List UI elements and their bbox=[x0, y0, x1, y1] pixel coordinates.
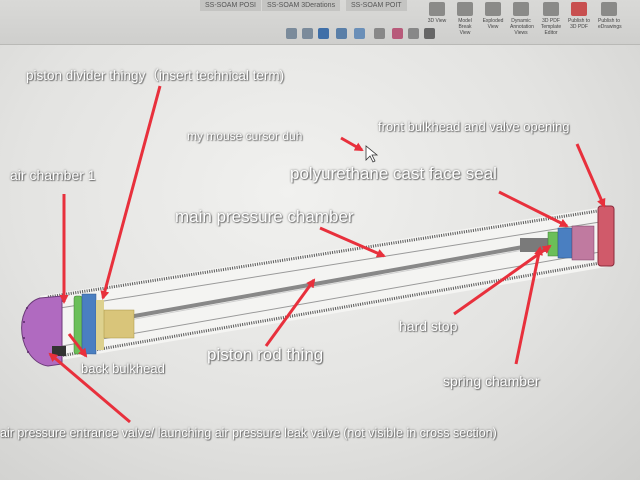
dynamic-annotation-views-label: Dynamic Annotation Views bbox=[510, 18, 534, 36]
label-piston-divider: piston divider thingy（insert technical t… bbox=[26, 68, 285, 83]
zoom-area-icon[interactable] bbox=[302, 28, 313, 39]
bolt-icon bbox=[26, 307, 28, 309]
publish-edrawings-button[interactable]: Publish to eDrawings bbox=[598, 2, 622, 30]
heads-up-view-toolbar bbox=[282, 26, 442, 42]
model-break-view-label: Model Break View bbox=[458, 18, 472, 36]
bolt-icon bbox=[23, 337, 25, 339]
inner-wall-top bbox=[59, 221, 601, 309]
ribbon-tab-1[interactable]: SS-SOAM POSI bbox=[200, 0, 261, 11]
label-main-chamber: main pressure chamber bbox=[175, 207, 354, 226]
label-front-bulkhead: front bulkhead and valve opening bbox=[378, 119, 570, 134]
label-face-seal: polyurethane cast face seal bbox=[290, 164, 497, 183]
face-seal-green bbox=[547, 231, 559, 257]
dynamic-annotation-views-button[interactable]: Dynamic Annotation Views bbox=[510, 2, 534, 36]
arrow-mouse-cursor bbox=[340, 136, 364, 152]
arrow-main-chamber bbox=[319, 226, 386, 258]
cube-icon bbox=[429, 2, 445, 16]
back-bulkhead bbox=[21, 295, 63, 367]
annotation-arrows bbox=[48, 85, 606, 424]
display-style-icon[interactable] bbox=[354, 28, 365, 39]
3d-view-label: 3D View bbox=[427, 18, 447, 24]
arrow-piston-rod bbox=[264, 278, 316, 347]
ribbon-tab-3[interactable]: SS-SOAM POIT bbox=[346, 0, 407, 11]
edit-appearance-icon[interactable] bbox=[392, 28, 403, 39]
label-spring-chamber: spring chamber bbox=[443, 373, 540, 389]
3d-view-button[interactable]: 3D View bbox=[426, 2, 448, 24]
label-air-chamber: air chamber 1 bbox=[10, 167, 96, 183]
ribbon-tab-2[interactable]: SS-SOAM 3Derations bbox=[262, 0, 341, 11]
bolt-icon bbox=[23, 321, 25, 323]
3d-pdf-template-editor-button[interactable]: 3D PDF Template Editor bbox=[540, 2, 562, 36]
exploded-view-label: Exploded View bbox=[482, 18, 504, 30]
break-view-icon bbox=[457, 2, 473, 16]
bolt-icon bbox=[27, 351, 29, 353]
hard-stop-block bbox=[557, 227, 573, 259]
arrow-valve bbox=[48, 352, 131, 424]
pdf-icon bbox=[571, 2, 587, 16]
label-mouse-cursor: my mouse cursor duh bbox=[187, 129, 303, 143]
piston-rod-highlight bbox=[111, 246, 541, 324]
cad-ribbon: SS-SOAM POSI SS-SOAM 3Derations SS-SOAM … bbox=[0, 0, 640, 45]
piston-guide bbox=[103, 309, 135, 339]
model-break-view-button[interactable]: Model Break View bbox=[454, 2, 476, 36]
inner-wall-bottom bbox=[61, 251, 601, 347]
annotation-icon bbox=[513, 2, 529, 16]
label-back-bulkhead: back bulkhead bbox=[81, 361, 165, 376]
cylinder-assembly bbox=[21, 205, 615, 367]
hide-show-items-icon[interactable] bbox=[374, 28, 385, 39]
piston-ring bbox=[96, 300, 104, 350]
zoom-to-fit-icon[interactable] bbox=[286, 28, 297, 39]
publish-edrawings-label: Publish to eDrawings bbox=[598, 18, 622, 30]
piston-rod bbox=[111, 242, 541, 322]
valve-body bbox=[571, 225, 595, 261]
view-orientation-icon[interactable] bbox=[336, 28, 347, 39]
arrow-hard-stop bbox=[453, 244, 552, 316]
arrow-back-bulkhead bbox=[67, 333, 88, 358]
entrance-valve bbox=[52, 346, 66, 356]
piston-divider bbox=[81, 293, 97, 355]
label-piston-rod: piston rod thing bbox=[207, 345, 324, 364]
label-valve: air pressure entrance valve/ launching a… bbox=[0, 426, 497, 440]
front-bulkhead bbox=[597, 205, 615, 267]
arrow-piston-divider bbox=[100, 85, 162, 300]
arrow-spring-chamber bbox=[514, 246, 543, 365]
arrow-front-bulkhead bbox=[575, 143, 606, 208]
publish-3d-pdf-label: Publish to 3D PDF bbox=[568, 18, 590, 30]
arrow-face-seal bbox=[498, 190, 569, 228]
exploded-view-icon bbox=[485, 2, 501, 16]
tube-wall-top bbox=[47, 208, 605, 299]
pdf-template-icon bbox=[543, 2, 559, 16]
apply-scene-icon[interactable] bbox=[408, 28, 419, 39]
publish-3d-pdf-button[interactable]: Publish to 3D PDF bbox=[568, 2, 590, 30]
view-settings-icon[interactable] bbox=[424, 28, 435, 39]
3d-pdf-template-editor-label: 3D PDF Template Editor bbox=[540, 18, 562, 36]
label-hard-stop: hard stop bbox=[399, 318, 458, 334]
mouse-cursor-icon bbox=[365, 145, 379, 163]
section-view-icon[interactable] bbox=[318, 28, 329, 39]
exploded-view-button[interactable]: Exploded View bbox=[482, 2, 504, 30]
edrawings-icon bbox=[601, 2, 617, 16]
